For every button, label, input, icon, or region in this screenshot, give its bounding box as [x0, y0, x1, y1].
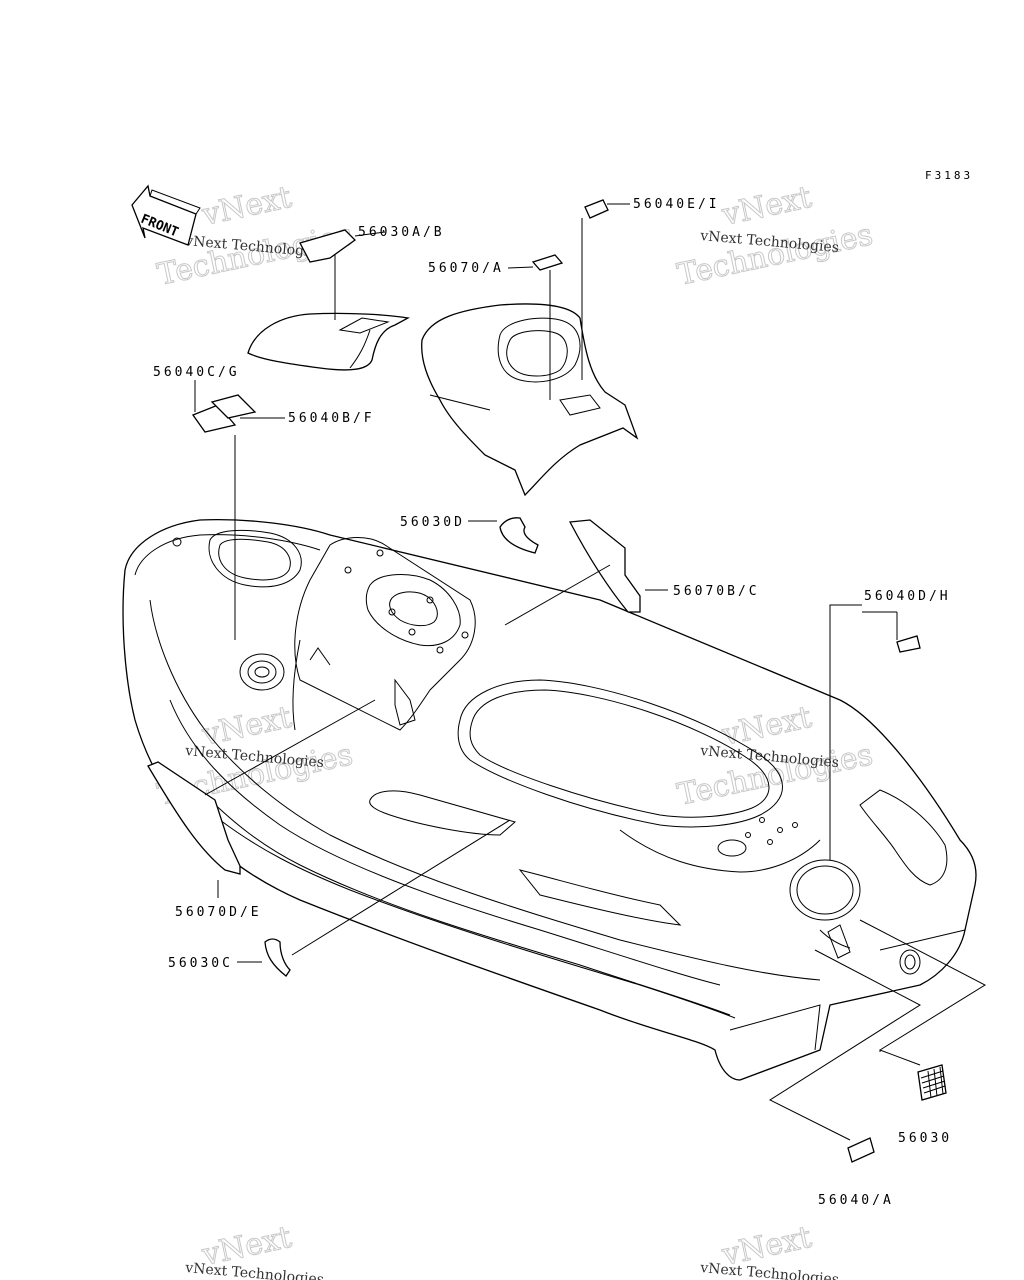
leader-lines [194, 203, 987, 1141]
seat-front [247, 312, 410, 371]
decal-56030 [917, 1064, 947, 1101]
decal-56030D [499, 517, 539, 554]
seat-rear [421, 303, 639, 497]
decal-56030AB [299, 229, 357, 263]
callout-56070A: 56070/A [428, 261, 504, 276]
callout-56040EI: 56040E/I [633, 197, 720, 212]
watermark-bottom-left: vNext vNext Technologies [184, 1219, 325, 1280]
callout-56040DH: 56040D/H [864, 589, 951, 604]
decal-56040DH [896, 635, 921, 653]
callout-56040BF: 56040B/F [288, 411, 375, 426]
watermark-mid-right: vNext Technologies vNext Technologies [674, 699, 876, 813]
decal-56040EI [584, 199, 609, 219]
decal-56040CG [191, 404, 237, 433]
watermark-small: vNext Technologies [184, 1260, 325, 1280]
callout-56030D: 56030D [400, 515, 465, 530]
watermark-line1: vNext [718, 180, 814, 233]
decal-56070BC [568, 519, 641, 613]
callout-56070BC: 56070B/C [673, 584, 760, 599]
decal-56070DE [147, 761, 241, 875]
decal-56030C [264, 938, 291, 977]
callout-56030AB: 56030A/B [358, 225, 445, 240]
watermark-line1: vNext [198, 180, 294, 233]
watermark-bottom-right: vNext vNext Technologies [699, 1219, 840, 1280]
decal-56040BF [210, 394, 257, 419]
decal-56070A [531, 254, 564, 271]
figure-code: F3183 [925, 169, 973, 182]
callout-56040A: 56040/A [818, 1193, 894, 1208]
front-arrow-icon: FRONT [131, 184, 201, 246]
callout-56070DE: 56070D/E [175, 905, 262, 920]
decal-56040A [847, 1137, 875, 1163]
hull-body [122, 519, 977, 1081]
callout-56030C: 56030C [168, 956, 233, 971]
callout-56030: 56030 [898, 1131, 952, 1146]
callout-56040CG: 56040C/G [153, 365, 240, 380]
